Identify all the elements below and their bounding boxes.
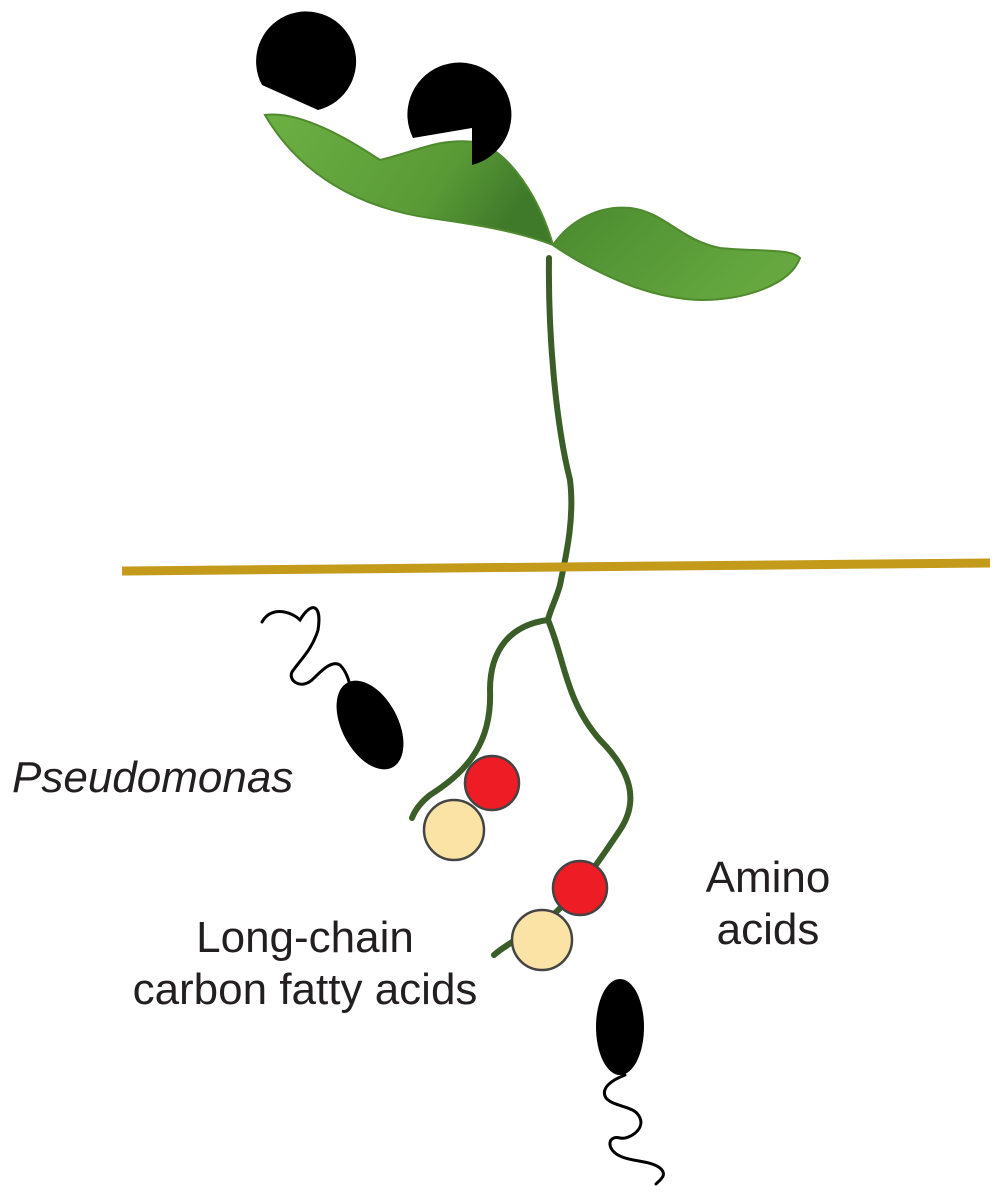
cell-body-lower [596,979,644,1075]
amino-label-line2: acids [716,905,820,954]
herbivore-left [256,11,357,111]
root-left [409,617,551,821]
bacterium-upper [260,606,404,770]
bacterium-lower [596,979,665,1186]
stem [545,255,575,623]
fatty-acid-circle-right [510,908,574,972]
amino-acid-circle-right [551,859,609,917]
fatty-acid-circle-left [422,798,486,862]
soil-line [121,558,991,576]
flagellum-lower [603,1073,665,1186]
amino-acids-label: Amino acids [678,852,858,956]
left-leaf [263,113,555,247]
amino-label-line1: Amino [705,853,831,902]
cell-body-upper [336,680,404,770]
flagellum-upper [260,606,356,702]
right-leaf [551,206,802,302]
herbivore-right [407,62,512,166]
amino-acid-circle-left [463,754,521,812]
long-chain-fatty-acids-label: Long-chain carbon fatty acids [100,912,510,1016]
pseudomonas-label: Pseudomonas [12,753,294,802]
long-chain-label-line2: carbon fatty acids [132,965,478,1014]
long-chain-label-line1: Long-chain [196,913,414,962]
